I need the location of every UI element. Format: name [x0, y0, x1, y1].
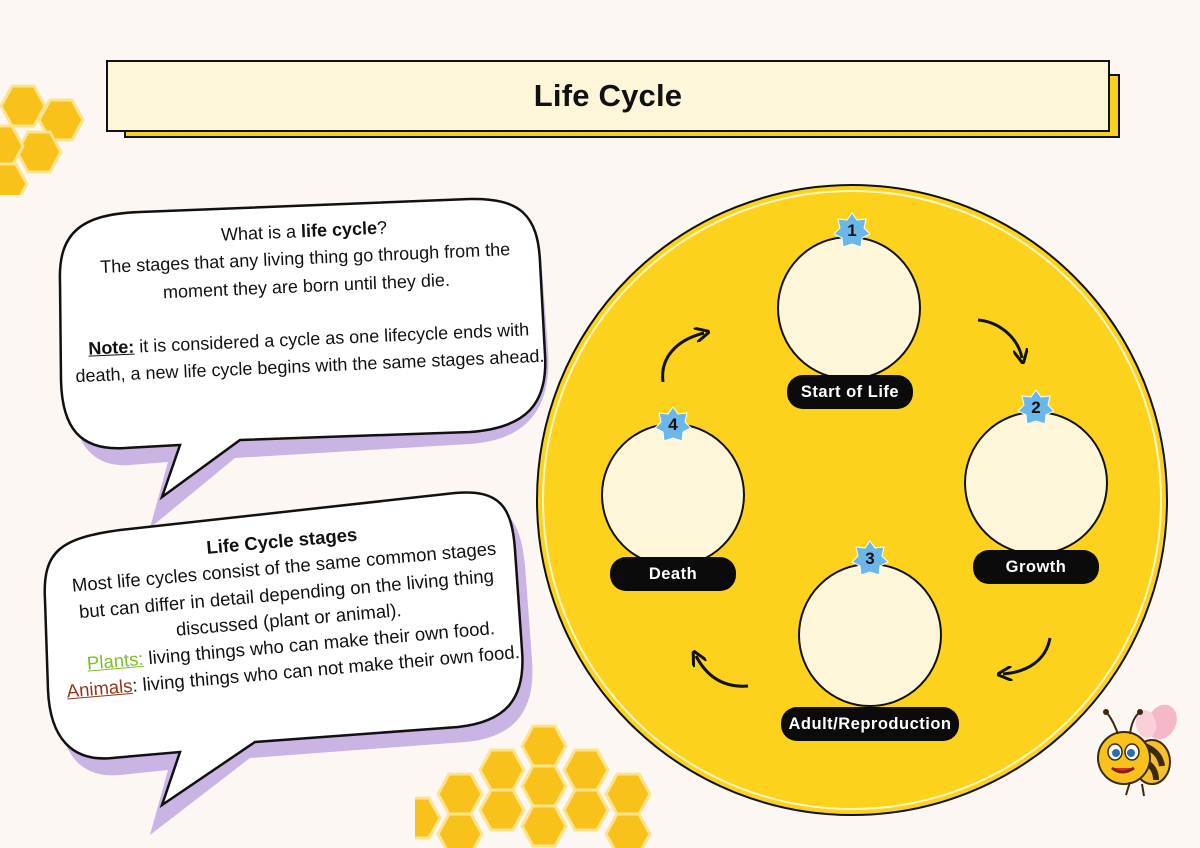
badge-4-icon: [654, 406, 692, 442]
stage-circle-4: [601, 423, 745, 567]
arrow-3-to-4-icon: [696, 656, 749, 688]
stage-label-3: Adult/Reproduction: [781, 707, 959, 741]
arrow-1-to-2-icon: [977, 318, 1022, 358]
badge-1-number: 1: [847, 221, 856, 240]
cycle-background-outline: [542, 190, 1162, 810]
badge-2-icon: [1017, 389, 1055, 425]
badge-2-number: 2: [1031, 398, 1040, 417]
arrow-4-to-1-icon: [661, 333, 704, 383]
arrow-2-to-3-icon: [1003, 637, 1052, 674]
title-banner: Life Cycle: [106, 60, 1110, 132]
badge-4-number: 4: [668, 415, 678, 434]
stage-circle-3: [798, 563, 942, 707]
stage-label-1: Start of Life: [787, 375, 913, 409]
stage-circle-2: [964, 411, 1108, 555]
badge-3-number: 3: [865, 549, 874, 568]
stage-label-2: Growth: [973, 550, 1099, 584]
bubble2-shape: [43, 491, 524, 809]
bee-icon: [1097, 704, 1177, 797]
stage-label-4: Death: [610, 557, 736, 591]
stage-circle-1: [777, 236, 921, 380]
honeycomb-top-left-icon: [0, 84, 85, 195]
honeycomb-bottom-icon: [415, 724, 652, 848]
badge-3-icon: [851, 540, 889, 576]
page-title: Life Cycle: [533, 78, 683, 113]
badge-1-icon: [833, 212, 871, 248]
bubble1-shape: [58, 197, 547, 501]
